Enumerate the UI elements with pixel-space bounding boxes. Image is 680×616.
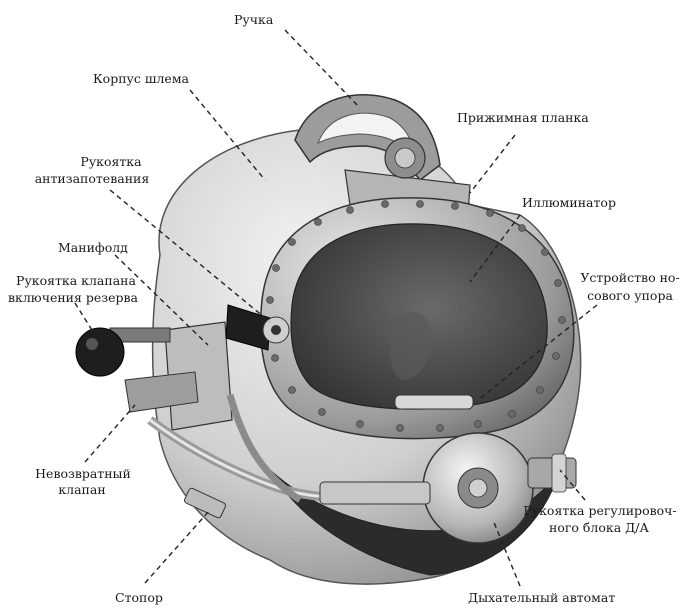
leader-handle (284, 29, 361, 109)
leader-reserve-valve (74, 302, 96, 336)
leader-demand-regulator (492, 519, 521, 587)
viewport-bolts (264, 200, 566, 432)
label-check-valve-line1: Невозвратный (35, 466, 131, 481)
leader-nose-device (477, 304, 598, 401)
leader-check-valve (84, 404, 136, 463)
helmet-illustration (75, 94, 582, 585)
label-nose-device-line2: сового упора (587, 288, 673, 303)
labels: Ручка Корпус шлема Прижимная планка Руко… (8, 12, 680, 605)
label-helmet-shell: Корпус шлема (93, 71, 190, 86)
leader-viewport (469, 214, 521, 283)
label-check-valve-line2: клапан (58, 482, 105, 497)
label-nose-device-line1: Устройство но- (580, 270, 679, 285)
leader-defog-knob (109, 189, 271, 323)
label-reserve-valve-line2: включения резерва (8, 290, 139, 305)
defog-knob-shape (225, 304, 271, 351)
leader-manifold (114, 254, 209, 346)
label-demand-regulator: Дыхательный автомат (468, 590, 615, 605)
leader-lines (74, 29, 598, 587)
leader-clamp-plate (469, 134, 516, 194)
reserve-valve-knob-shape (75, 327, 125, 377)
label-manifold: Манифолд (58, 240, 128, 255)
label-reserve-valve-line1: Рукоятка клапана (16, 273, 136, 288)
label-regulator-knob-line2: ного блока Д/А (549, 520, 650, 535)
leader-stopper (144, 509, 211, 584)
label-regulator-knob-line1: Рукоятка регулировоч- (523, 503, 676, 518)
label-clamp-plate: Прижимная планка (457, 110, 589, 125)
nose-device-shape (394, 394, 474, 410)
label-handle: Ручка (234, 12, 274, 27)
label-defog-knob-line1: Рукоятка (80, 154, 142, 169)
label-viewport: Иллюминатор (522, 195, 616, 210)
leader-regulator-knob (559, 469, 586, 501)
label-defog-knob-line2: антизапотевания (35, 171, 150, 186)
label-stopper: Стопор (115, 590, 163, 605)
stopper-shape (183, 487, 227, 519)
check-valve-shape (124, 371, 199, 413)
leader-helmet-shell (189, 89, 266, 181)
